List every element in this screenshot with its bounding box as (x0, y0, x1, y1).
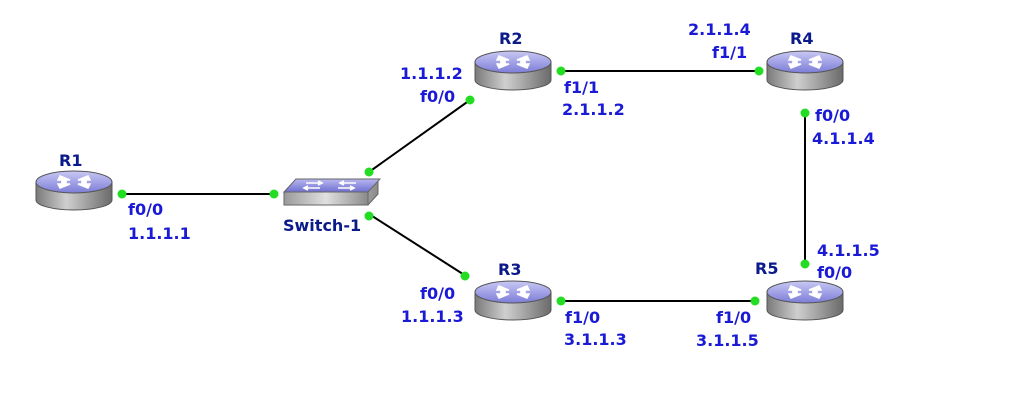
iface-r5-r4-port: f0/0 (817, 263, 852, 282)
device-label-r1: R1 (59, 151, 82, 170)
iface-r1-ip: 1.1.1.1 (128, 224, 191, 243)
device-label-r2: R2 (499, 29, 522, 48)
device-label-switch-1: Switch-1 (283, 216, 361, 235)
iface-r1-port: f0/0 (128, 200, 163, 219)
port-dot-r3-f1-0 (556, 296, 566, 306)
iface-r3-r5-port: f1/0 (565, 308, 600, 327)
port-dot-switch-r2 (364, 167, 374, 177)
device-label-r5: R5 (755, 259, 778, 278)
iface-r4-r2-port: f1/1 (712, 43, 747, 62)
port-dot-r1-f0-0 (117, 189, 127, 199)
device-label-r3: R3 (498, 260, 521, 279)
iface-r3-sw-ip: 1.1.1.3 (401, 307, 464, 326)
iface-r2-r4-port: f1/1 (564, 78, 599, 97)
port-dot-r3-f0-0 (460, 271, 470, 281)
device-label-r4: R4 (790, 29, 813, 48)
port-dot-r5-f0-0 (800, 259, 810, 269)
port-dot-r4-f0-0 (800, 108, 810, 118)
router-r3-icon[interactable] (474, 280, 552, 321)
iface-r2-sw-port: f0/0 (420, 87, 455, 106)
port-dot-switch-r1 (269, 189, 279, 199)
iface-r3-sw-port: f0/0 (420, 284, 455, 303)
iface-r5-r3-port: f1/0 (716, 308, 751, 327)
link-switch-r2 (368, 99, 471, 173)
port-dot-r5-f1-0 (750, 296, 760, 306)
iface-r4-r5-ip: 4.1.1.4 (812, 129, 875, 148)
router-r5-icon[interactable] (766, 280, 844, 321)
iface-r3-r5-ip: 3.1.1.3 (564, 330, 627, 349)
router-r2-icon[interactable] (474, 50, 552, 91)
port-dot-switch-r3 (364, 211, 374, 221)
iface-r2-r4-ip: 2.1.1.2 (562, 100, 625, 119)
router-r1-icon[interactable] (35, 170, 113, 211)
iface-r5-r4-ip: 4.1.1.5 (817, 241, 880, 260)
iface-r4-r2-ip: 2.1.1.4 (688, 20, 751, 39)
switch-1-icon[interactable] (282, 178, 382, 206)
iface-r2-sw-ip: 1.1.1.2 (400, 64, 463, 83)
iface-r5-r3-ip: 3.1.1.5 (696, 331, 759, 350)
iface-r4-r5-port: f0/0 (815, 106, 850, 125)
port-dot-r2-f0-0 (465, 95, 475, 105)
port-dot-r4-f1-1 (754, 66, 764, 76)
link-switch-r3 (368, 213, 467, 277)
port-dot-r2-f1-1 (556, 66, 566, 76)
router-r4-icon[interactable] (766, 50, 844, 91)
